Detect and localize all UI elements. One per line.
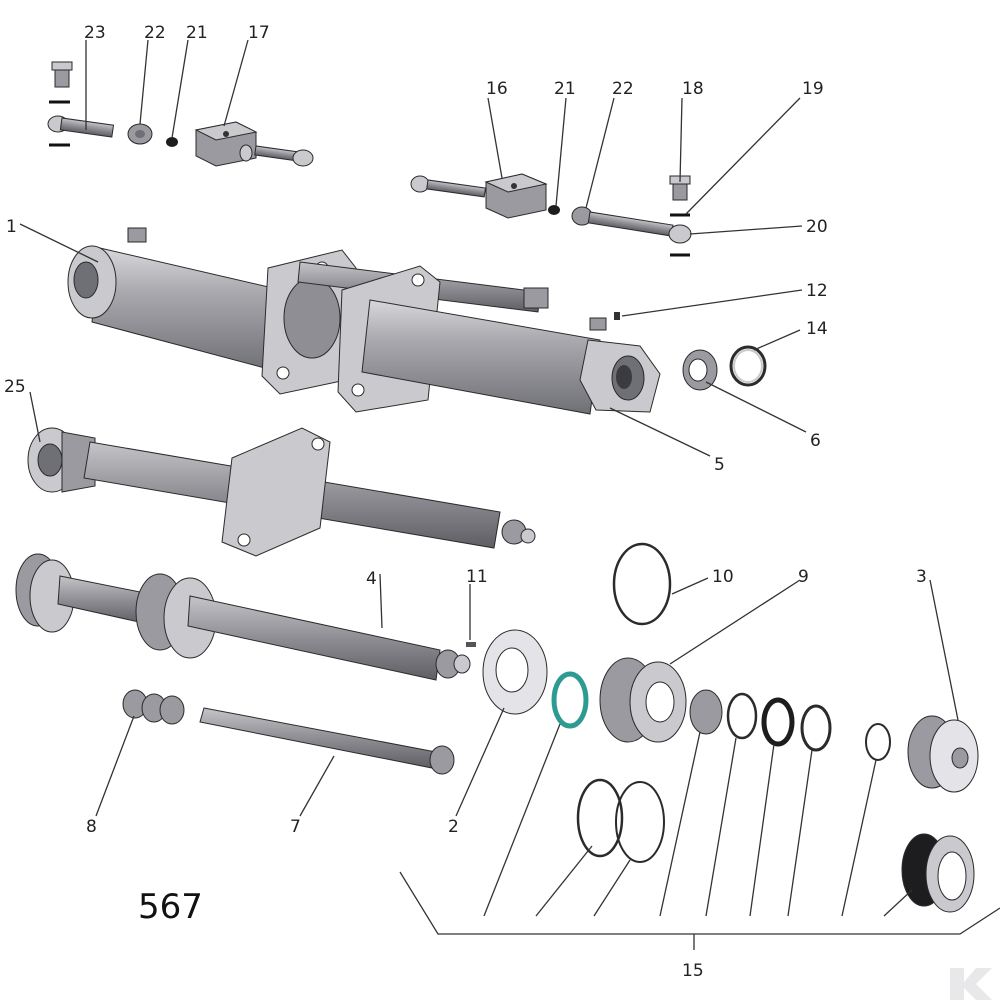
- callout-19: 19: [802, 79, 824, 99]
- valve-assembly-right: [410, 173, 692, 257]
- banjo-fitting-18-19-20: [668, 175, 692, 257]
- callout-21: 21: [186, 23, 208, 43]
- callout-16: 16: [486, 79, 508, 99]
- o-ring-10: [612, 542, 672, 626]
- seal-ring: [551, 671, 589, 729]
- callout-1: 1: [6, 217, 17, 237]
- bushing-6: [682, 349, 718, 391]
- valve-block-16: [410, 173, 548, 219]
- callout-22: 22: [144, 23, 166, 43]
- end-cap-3: [907, 715, 979, 793]
- valve-assembly-left: [47, 61, 314, 167]
- leader-lines: [19, 39, 1000, 950]
- callout-8: 8: [86, 817, 97, 837]
- brand-logo-watermark: [950, 968, 992, 1000]
- callout-10: 10: [712, 567, 734, 587]
- circlip-14: [729, 345, 767, 387]
- seal-rings-row: [726, 692, 891, 761]
- callout-labels: 23 22 21 17 16 21 22 18 19 20 1 12 14 6 …: [4, 23, 927, 981]
- callout-7: 7: [290, 817, 301, 837]
- banjo-bolt-22b: [571, 206, 674, 237]
- piston-rod-25: [27, 427, 536, 557]
- nut-22a: [127, 123, 153, 145]
- callout-9: 9: [798, 567, 809, 587]
- page-number: 567: [138, 887, 203, 927]
- washer-21a: [166, 137, 178, 147]
- washer-21b: [548, 205, 560, 215]
- lower-seal-rings: [576, 778, 665, 863]
- nuts-8: [122, 689, 185, 725]
- callout-21: 21: [554, 79, 576, 99]
- callout-18: 18: [682, 79, 704, 99]
- callout-11: 11: [466, 567, 488, 587]
- washer-2: [482, 629, 548, 715]
- piston-rod-4: [15, 553, 471, 681]
- guide-sleeve: [689, 689, 723, 735]
- wiper-seal: [901, 833, 975, 913]
- callout-15: 15: [682, 961, 704, 981]
- callout-23: 23: [84, 23, 106, 43]
- callout-4: 4: [366, 569, 377, 589]
- banjo-bolt-23: [47, 61, 115, 147]
- valve-block-17: [194, 121, 314, 167]
- callout-20: 20: [806, 217, 828, 237]
- callout-12: 12: [806, 281, 828, 301]
- callout-22: 22: [612, 79, 634, 99]
- tie-rod-7: [199, 707, 455, 775]
- cylinder-body-1: [67, 227, 661, 415]
- callout-17: 17: [248, 23, 270, 43]
- pin-11: [466, 642, 476, 647]
- callout-14: 14: [806, 319, 828, 339]
- callout-2: 2: [448, 817, 459, 837]
- callout-5: 5: [714, 455, 725, 475]
- callout-25: 25: [4, 377, 26, 397]
- piston-9: [599, 657, 687, 743]
- callout-3: 3: [916, 567, 927, 587]
- callout-6: 6: [810, 431, 821, 451]
